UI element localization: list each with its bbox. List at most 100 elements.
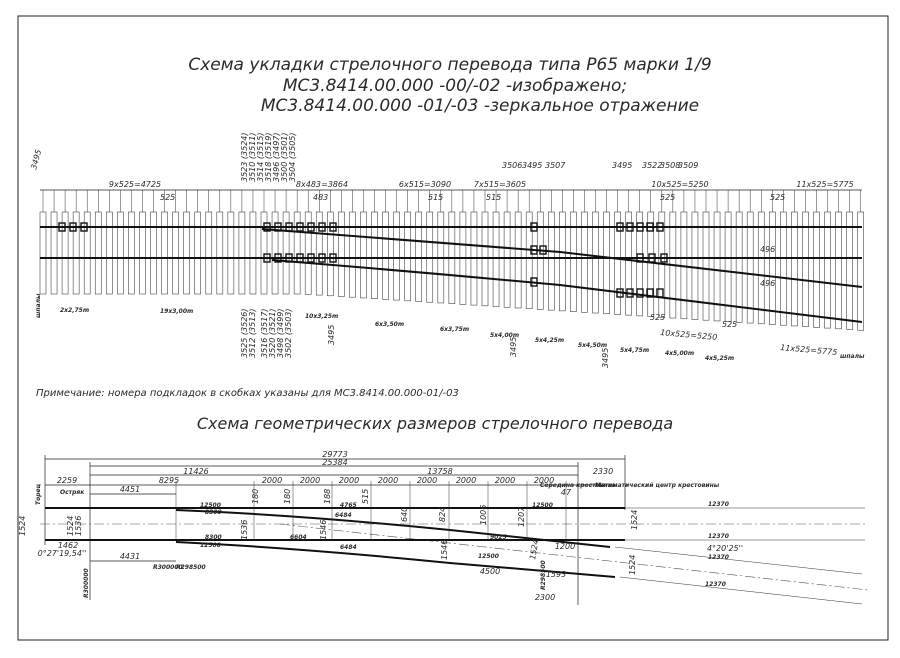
sleeper [371, 211, 378, 299]
gauge-label: 1524 [628, 555, 637, 575]
sleeper [746, 211, 754, 324]
dim-label: 4500 [480, 567, 500, 576]
offset-label: 1546 [319, 520, 328, 540]
geometry-scheme: 29773 25384 11426 13758 2330 2259 8295 2… [18, 450, 869, 605]
dim-label: 2300 [535, 593, 555, 602]
rail-plate [307, 253, 315, 263]
dim-label: 11x525=5775 [796, 180, 853, 189]
dim-label: 4431 [120, 552, 140, 561]
rail-plate [636, 253, 644, 263]
rail-length: 9025 [490, 534, 507, 541]
scheme-subtitle-1: МС3.8414.00.000 -00/-02 -изображено; [283, 76, 627, 96]
plate-callout: 3507 [545, 161, 566, 170]
radius-label: R298500 [540, 560, 547, 590]
gauge-label: 1536 [74, 516, 83, 536]
plate-callout: 3520 (3521) [268, 308, 277, 358]
rail-plate [539, 245, 547, 255]
rail-length: 12500 [478, 553, 499, 560]
sleeper [780, 211, 787, 326]
rail-plate [307, 222, 315, 232]
offset-label: 1006 [479, 505, 488, 525]
plate-callout: 3495 [327, 325, 336, 345]
rail-plate [80, 222, 88, 232]
math-center-label: Математический центр крестовины [595, 482, 720, 489]
plate-callout: 3514 (3515) [256, 132, 265, 182]
rail-plate [646, 288, 654, 298]
sleeper [150, 211, 157, 295]
sleeper [128, 211, 135, 295]
dim-label: 1593 [546, 570, 566, 579]
plate-callout: 3512 (3513) [248, 308, 257, 358]
sleeper-group-label: 4x5,00m [665, 350, 694, 357]
rail-length: 12500 [200, 542, 221, 549]
gauge-label: 1524 [630, 510, 639, 530]
sleeper [205, 211, 213, 295]
stock-label: Остряк [60, 489, 85, 496]
sleeper-label: шпалы [35, 293, 42, 318]
angle-label: 0°27'19,54'' [38, 549, 87, 558]
rail-length: 8300 [205, 509, 222, 516]
sleeper [238, 211, 246, 295]
rail-plate [530, 277, 538, 287]
rail-plate [58, 222, 66, 232]
dim-label: 2000 [378, 476, 398, 485]
offset-label: 188 [323, 489, 332, 504]
plate-callout: 3523 (3524) [240, 132, 249, 182]
plate-callout: 3495 [612, 161, 632, 170]
sleeper [338, 211, 345, 297]
rail-length: 12370 [705, 581, 726, 588]
plate-callout: 3495 [601, 348, 610, 368]
rail-plate [636, 288, 644, 298]
rail-plate [626, 222, 634, 232]
sleeper [39, 211, 47, 295]
scheme-title: Схема укладки стрелочного перевода типа … [188, 55, 711, 75]
sleeper [183, 211, 190, 295]
rail-length: 6484 [340, 544, 357, 551]
dim-label: 2000 [495, 476, 515, 485]
sleeper [349, 211, 356, 298]
plate-callout: 3500 (3501) [280, 132, 289, 182]
geometry-title: Схема геометрических размеров стрелочног… [197, 414, 673, 433]
dim-label: 8295 [159, 476, 179, 485]
sleeper [824, 211, 831, 329]
rail-plate [285, 253, 293, 263]
sleeper [404, 211, 411, 302]
dim-label: 11426 [183, 467, 208, 476]
sleeper-group-label: 5x4,00m [490, 332, 519, 339]
dim-label: 1462 [58, 541, 78, 550]
sleeper [846, 211, 853, 330]
sleeper [757, 211, 765, 325]
pitch-label: 525 [660, 193, 675, 202]
joint-label: Торец [35, 483, 42, 505]
rail-plate [285, 222, 293, 232]
note: Примечание: номера подкладок в скобках у… [36, 387, 459, 399]
gauge-label: 1524 [18, 516, 27, 536]
dim-label: 9x525=4725 [109, 180, 161, 189]
dim-label: 2330 [593, 467, 613, 476]
dim-label: 2259 [57, 476, 77, 485]
rail-length: 12500 [532, 502, 553, 509]
plate-callout: 3498 (3499) [276, 308, 285, 358]
dim-overall: 25384 [322, 458, 347, 467]
rail-length: 6484 [335, 512, 352, 519]
sleeper [791, 211, 798, 327]
sleeper [857, 211, 865, 331]
plate-callout: 3516 (3517) [260, 308, 269, 358]
rail-diverging-inner [261, 228, 863, 288]
sleeper [802, 211, 809, 327]
rail-plate [646, 222, 654, 232]
sleeper [813, 211, 820, 328]
sleeper [216, 211, 224, 295]
dim-label: 4451 [120, 485, 140, 494]
dim-label: 496 [760, 245, 775, 254]
rail-plate [329, 222, 337, 232]
rail-length: 6604 [290, 534, 307, 541]
dim-label: 6x515=3090 [399, 180, 451, 189]
rail-diverging-inner [175, 509, 611, 548]
scheme-subtitle-2: МС3.8414.00.000 -01/-03 -зеркальное отра… [261, 96, 699, 116]
rail-plate [530, 222, 538, 232]
rail-plate [318, 253, 326, 263]
dim-label: 2000 [456, 476, 476, 485]
sleeper [172, 211, 179, 295]
dim-label: 10x525=5250 [651, 180, 708, 189]
